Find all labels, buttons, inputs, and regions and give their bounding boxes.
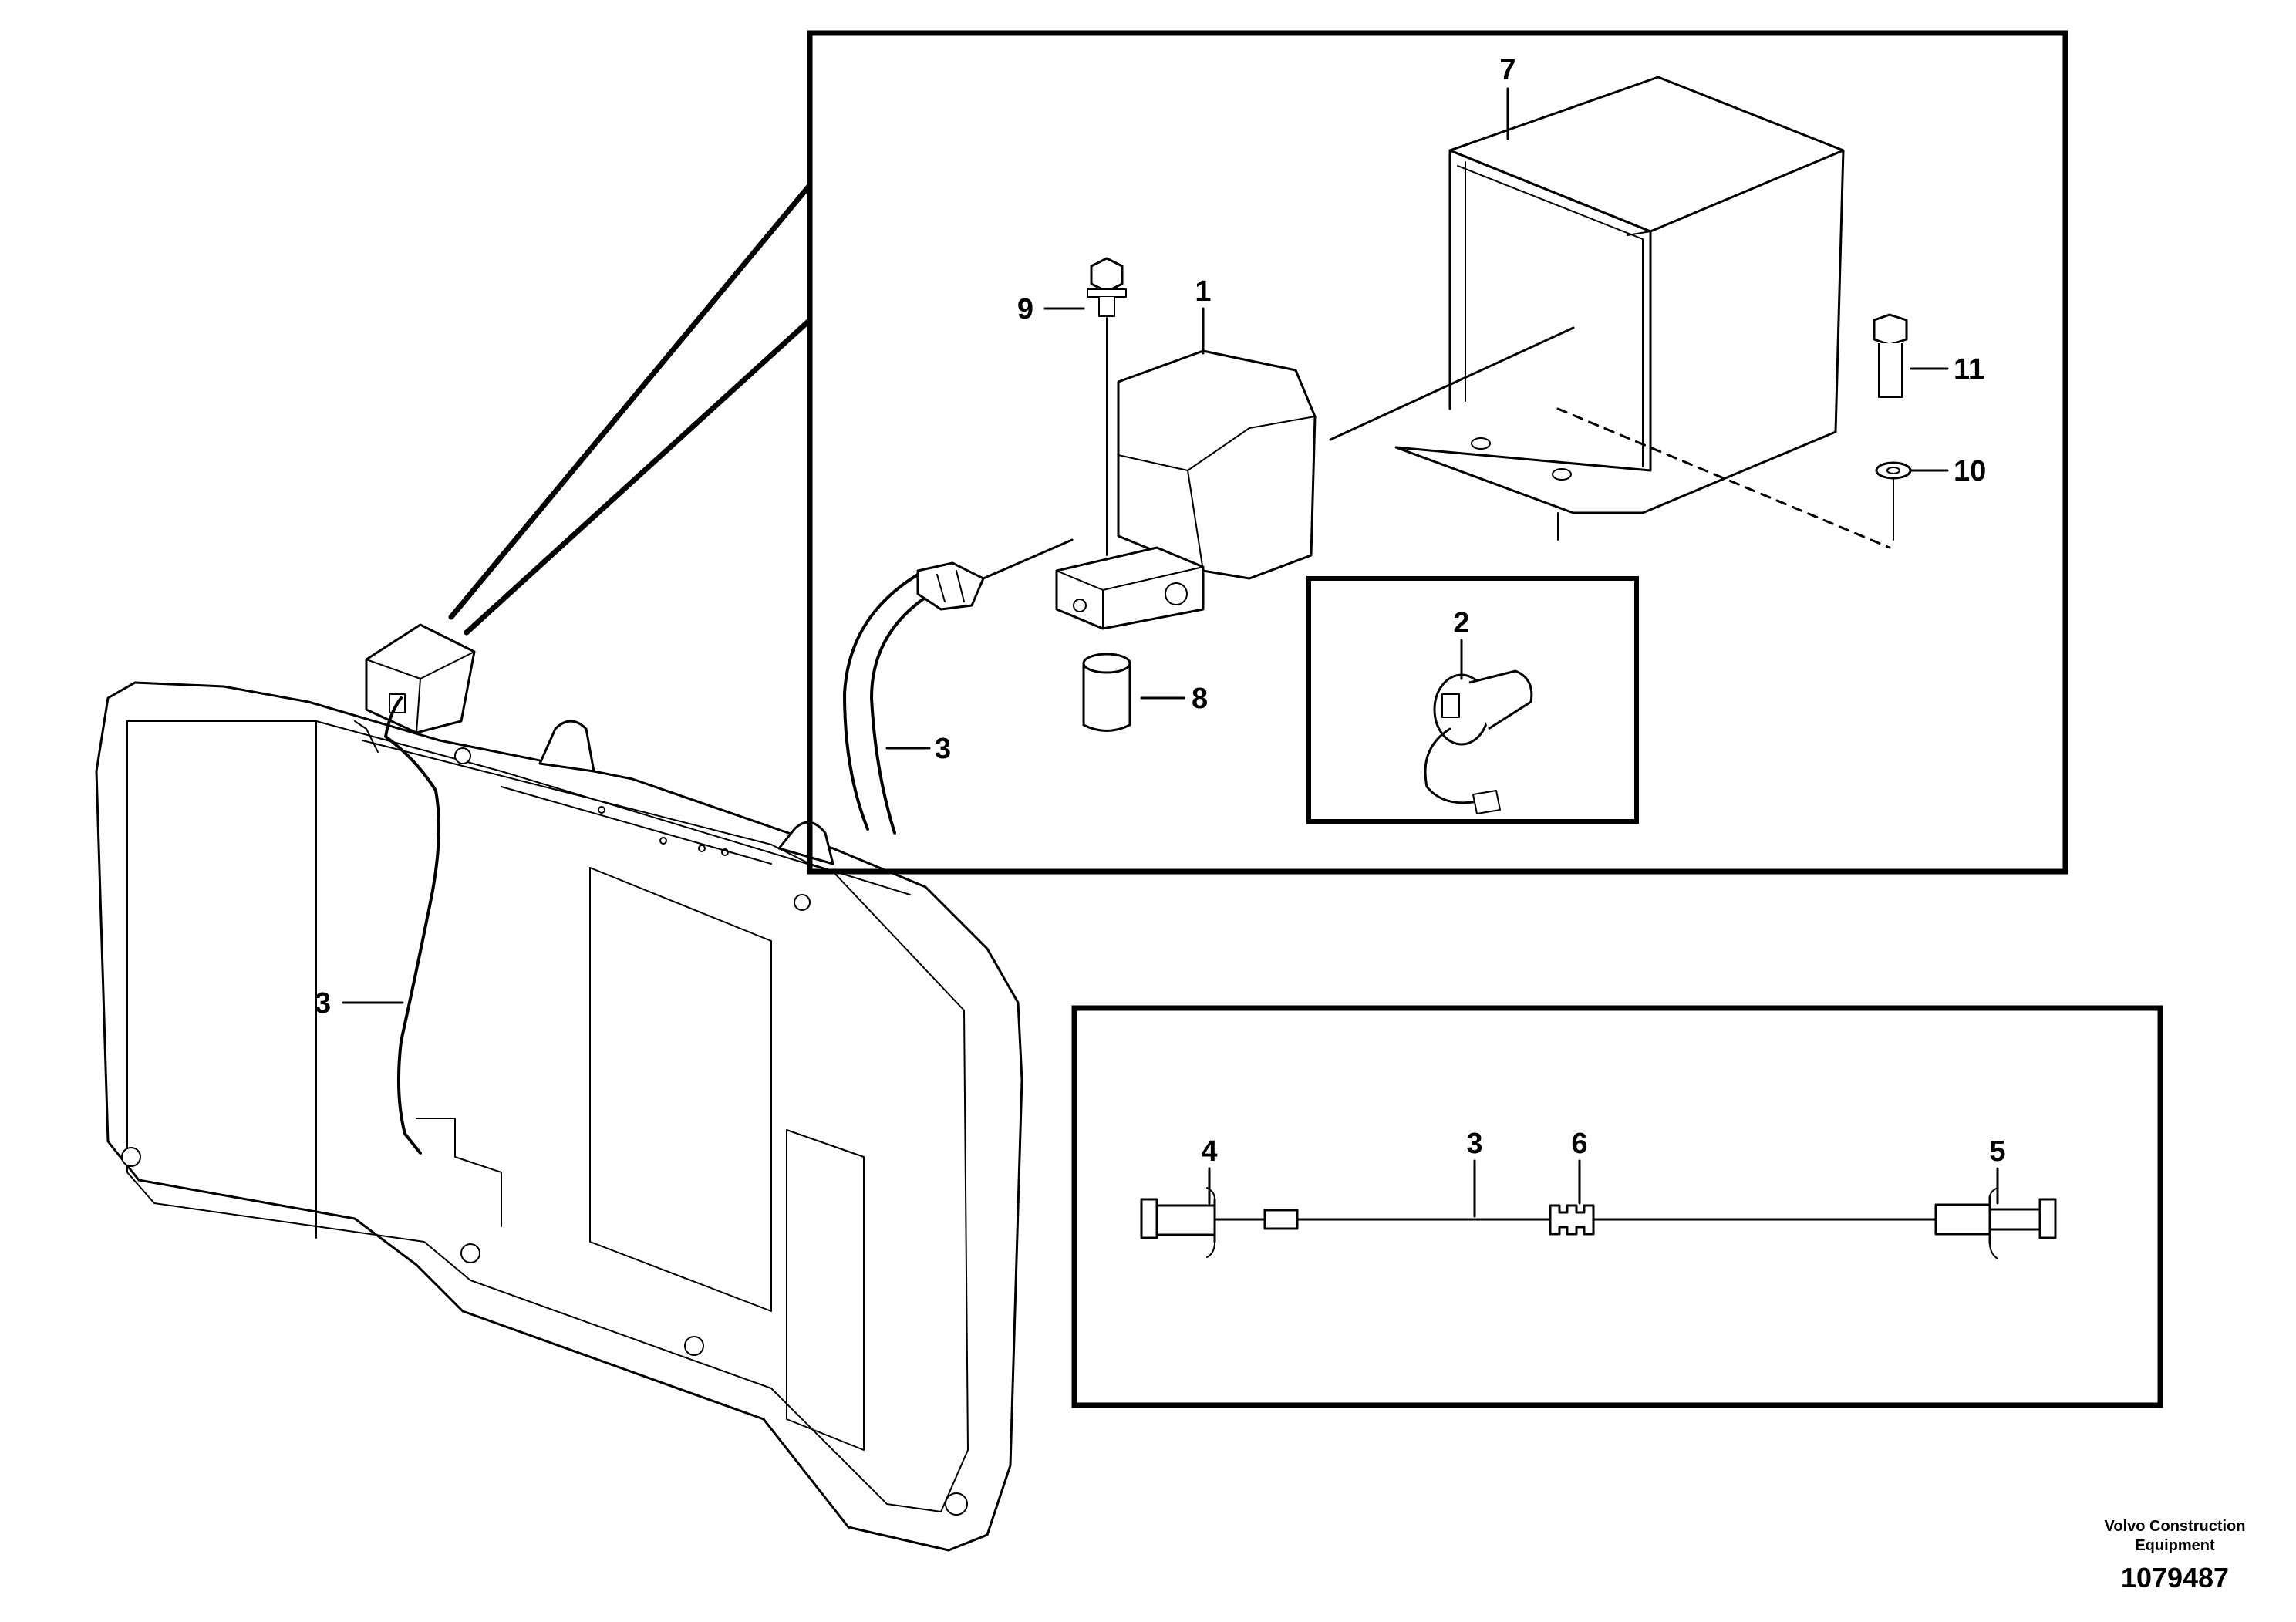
part-washer — [1875, 461, 1912, 541]
part-spacer — [1082, 653, 1131, 732]
brand-line-1: Volvo Construction — [2105, 1518, 2246, 1535]
part-lamp-housing — [1117, 349, 1317, 580]
part-mount-block — [1055, 546, 1205, 630]
callout-8: 8 — [1192, 683, 1208, 715]
callout-3-detail: 3 — [935, 733, 951, 765]
callout-4: 4 — [1201, 1135, 1217, 1168]
detail-box-wiring — [1071, 1005, 2163, 1408]
assembly-line-dashed — [1556, 407, 1891, 549]
callout-1: 1 — [1195, 275, 1211, 308]
callout-5: 5 — [1989, 1135, 2005, 1168]
part-bulb — [1424, 669, 1533, 814]
leader-lines — [342, 87, 1999, 1218]
zoom-line-upper — [448, 182, 813, 620]
assembly-line-cover — [1329, 326, 1575, 441]
callout-6: 6 — [1571, 1128, 1587, 1160]
callout-3-wire: 3 — [1466, 1128, 1482, 1160]
brand-line-2: Equipment — [2135, 1537, 2215, 1554]
part-bolt-right — [1873, 313, 1908, 398]
part-bolt-top — [1087, 257, 1127, 556]
callout-3-main: 3 — [315, 987, 331, 1020]
drawing-number: 1079487 — [2121, 1562, 2229, 1593]
zoom-line-lower — [464, 317, 813, 636]
part-cable-detail — [843, 538, 1074, 835]
callout-11: 11 — [1954, 353, 1984, 386]
callout-9: 9 — [1017, 293, 1033, 325]
wiring-schematic — [1140, 1187, 2057, 1259]
counterweight-assembly — [95, 681, 1023, 1552]
inset-box-bulb — [1306, 576, 1639, 824]
wire-harness-main — [384, 696, 440, 1155]
part-cover-bracket — [1394, 76, 1845, 541]
callout-10: 10 — [1954, 455, 1986, 487]
callout-2: 2 — [1453, 607, 1469, 639]
detail-box-lamp — [807, 30, 2068, 875]
callout-7: 7 — [1499, 54, 1515, 86]
